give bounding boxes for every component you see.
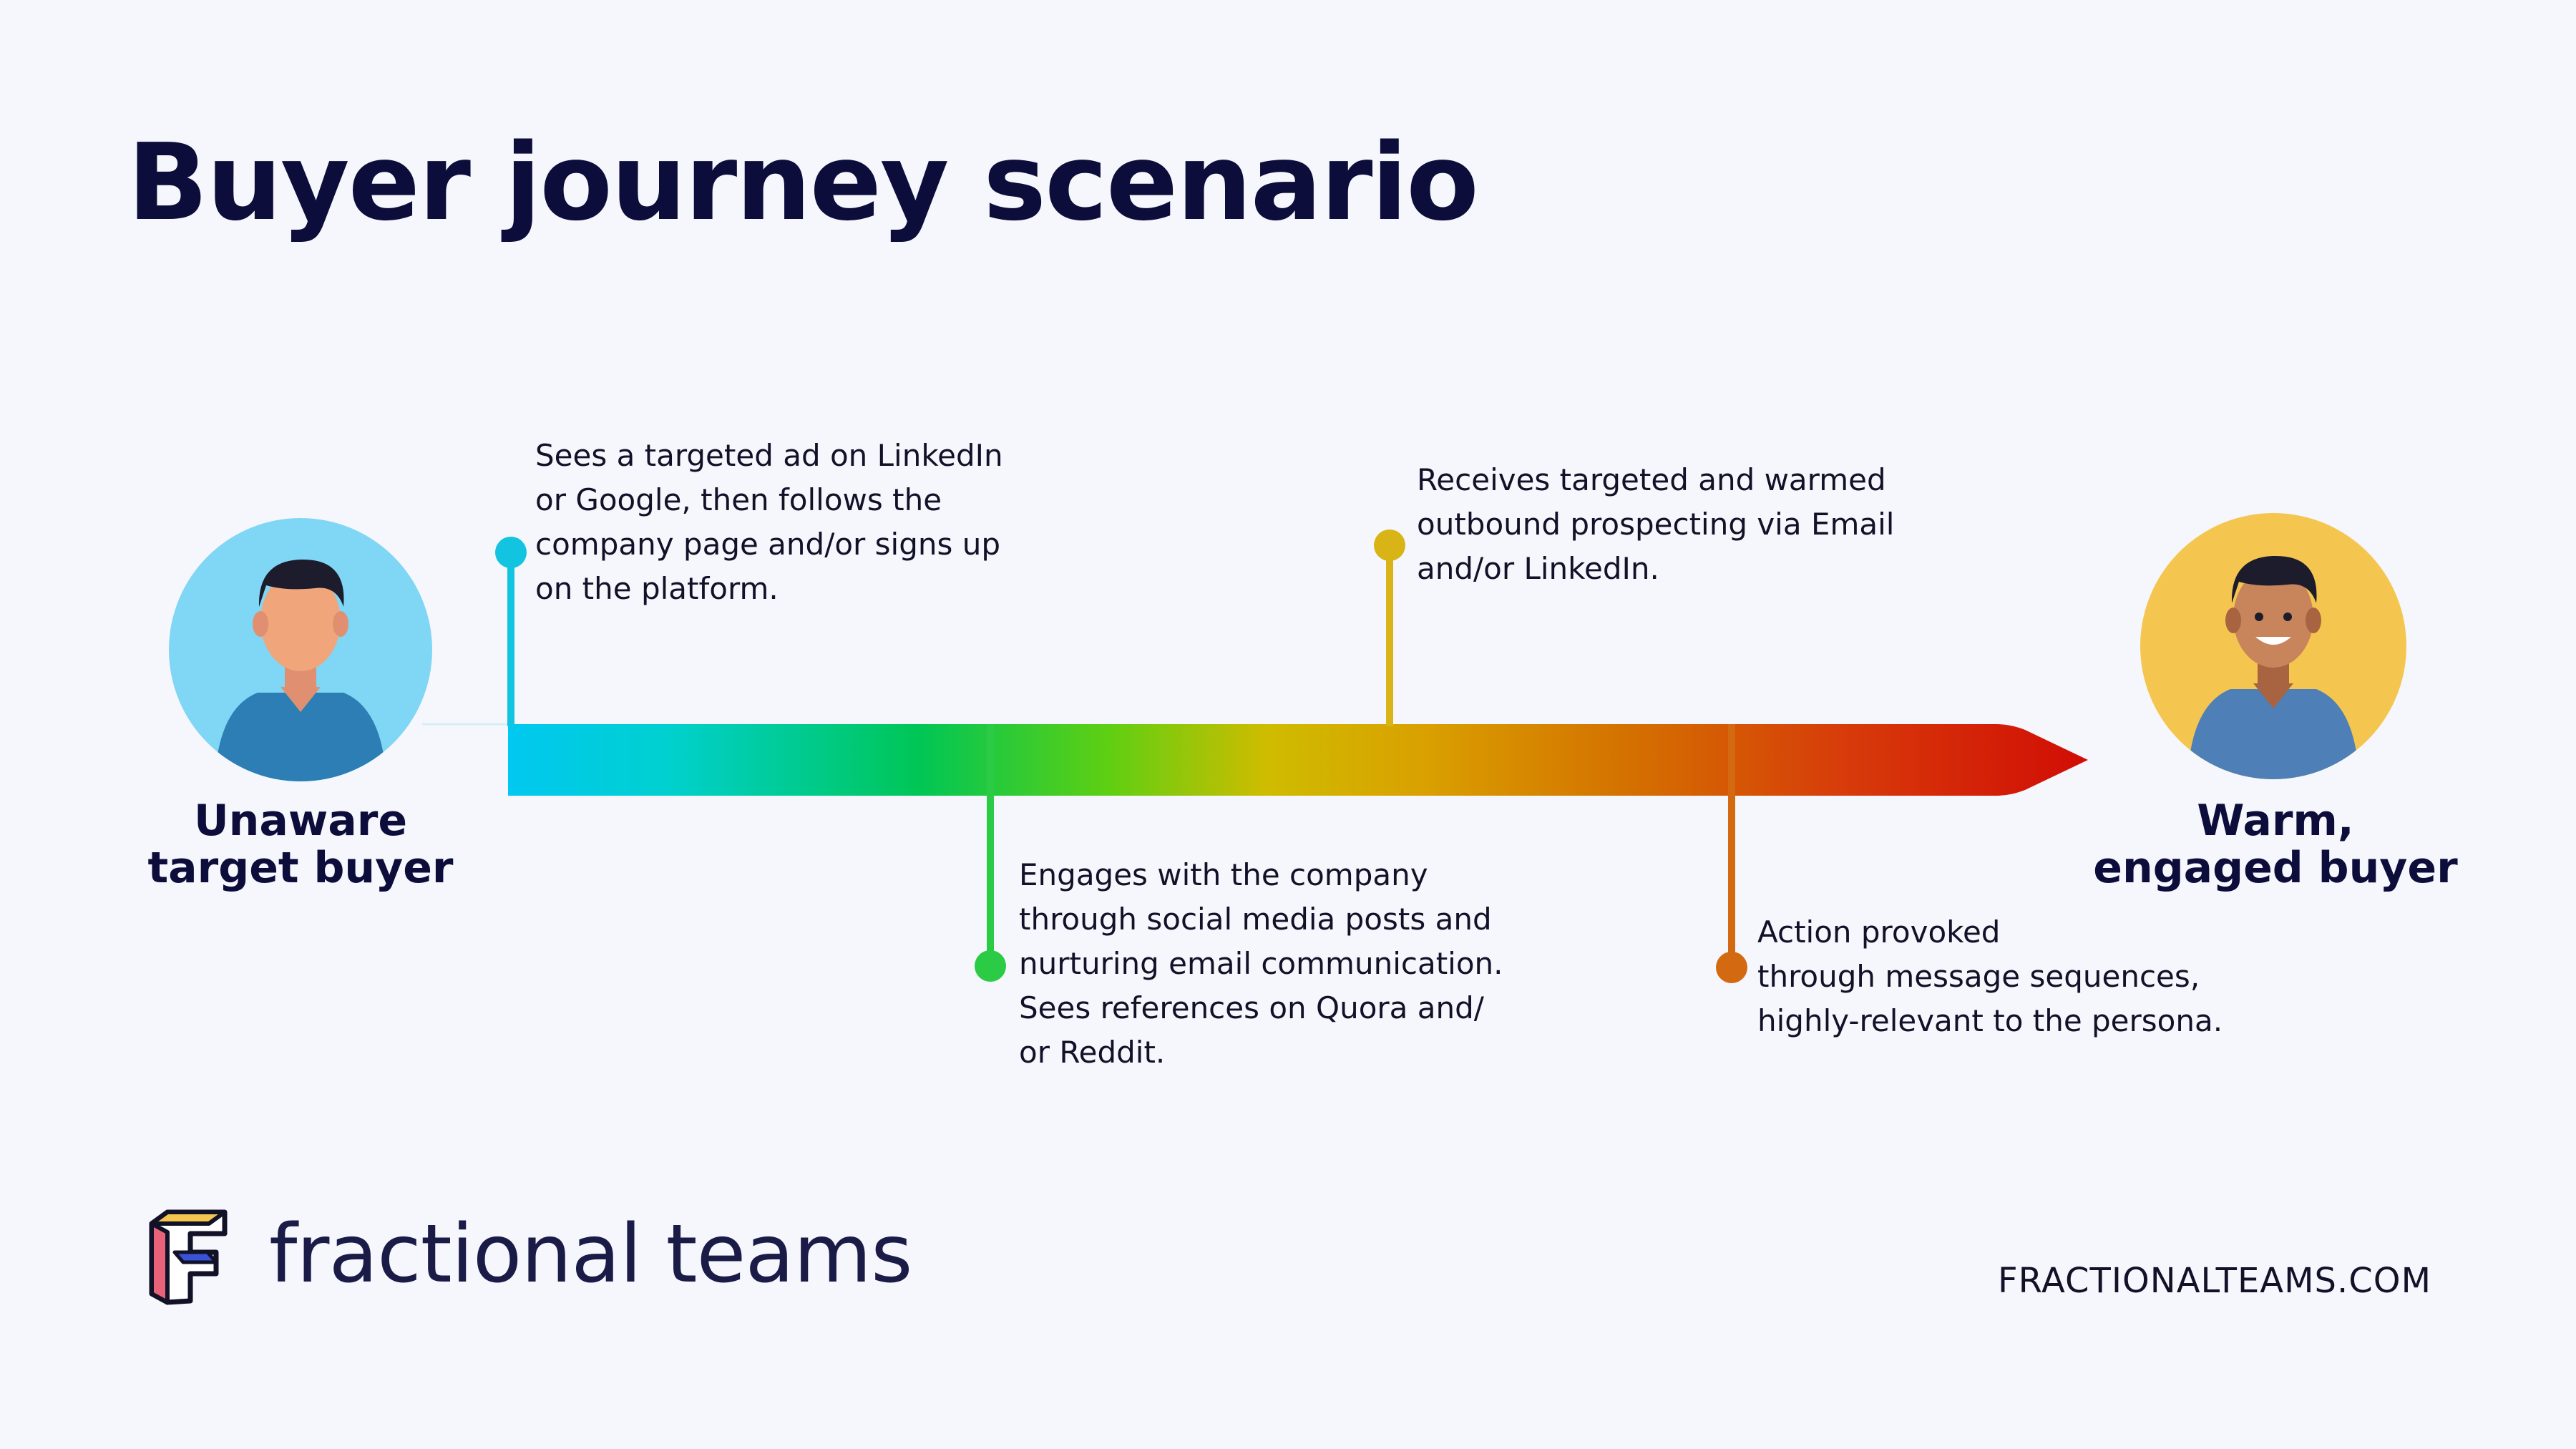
- engaged-buyer-avatar: [2140, 513, 2406, 779]
- step-4-description: Action provoked through message sequence…: [1757, 914, 2223, 1038]
- step-3-description: Receives targeted and warmed outbound pr…: [1417, 462, 1895, 586]
- engaged-buyer-label: Warm, engaged buyer: [2093, 796, 2458, 893]
- unaware-buyer-avatar: [169, 518, 432, 781]
- website-url[interactable]: FRACTIONALTEAMS.COM: [1998, 1261, 2431, 1301]
- journey-arrow: [508, 724, 2088, 796]
- fractional-teams-logo-icon: [149, 1209, 228, 1305]
- unaware-buyer-label: Unaware target buyer: [147, 796, 454, 893]
- step-4-dot: [1716, 952, 1747, 983]
- step-1-description: Sees a targeted ad on LinkedIn or Google…: [535, 438, 1003, 606]
- brand-name: fractional teams: [269, 1208, 912, 1301]
- step-1-dot: [495, 537, 527, 568]
- step-3-dot: [1374, 530, 1405, 561]
- step-2-dot: [975, 950, 1006, 982]
- step-2-description: Engages with the company through social …: [1019, 857, 1503, 1070]
- page-title: Buyer journey scenario: [127, 121, 1479, 244]
